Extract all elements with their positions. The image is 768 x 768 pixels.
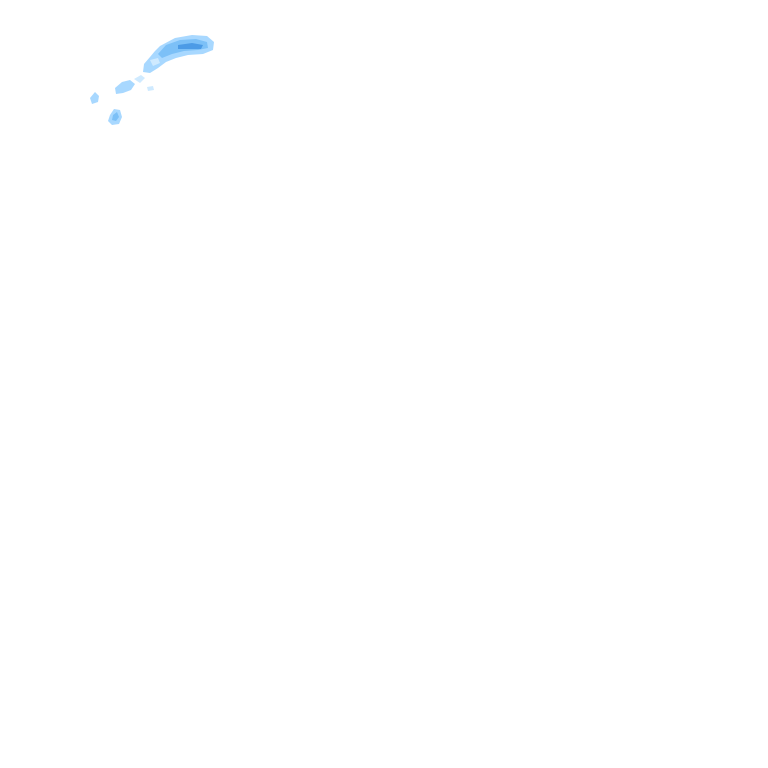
echo-band-tail-cell	[115, 80, 135, 94]
echo-band-tail-dot	[147, 86, 154, 91]
echo-fragment-west	[90, 92, 99, 104]
echo-band-tail-wisp	[134, 75, 145, 83]
echo-cell-south-core	[112, 112, 119, 121]
echo-fragment-west-cell	[90, 92, 99, 104]
echo-main-band-peak	[178, 43, 203, 49]
echo-main-band	[143, 35, 214, 73]
echo-cell-south	[108, 109, 122, 125]
echo-band-tail	[115, 75, 154, 94]
echo-main-band-speck	[150, 58, 160, 66]
